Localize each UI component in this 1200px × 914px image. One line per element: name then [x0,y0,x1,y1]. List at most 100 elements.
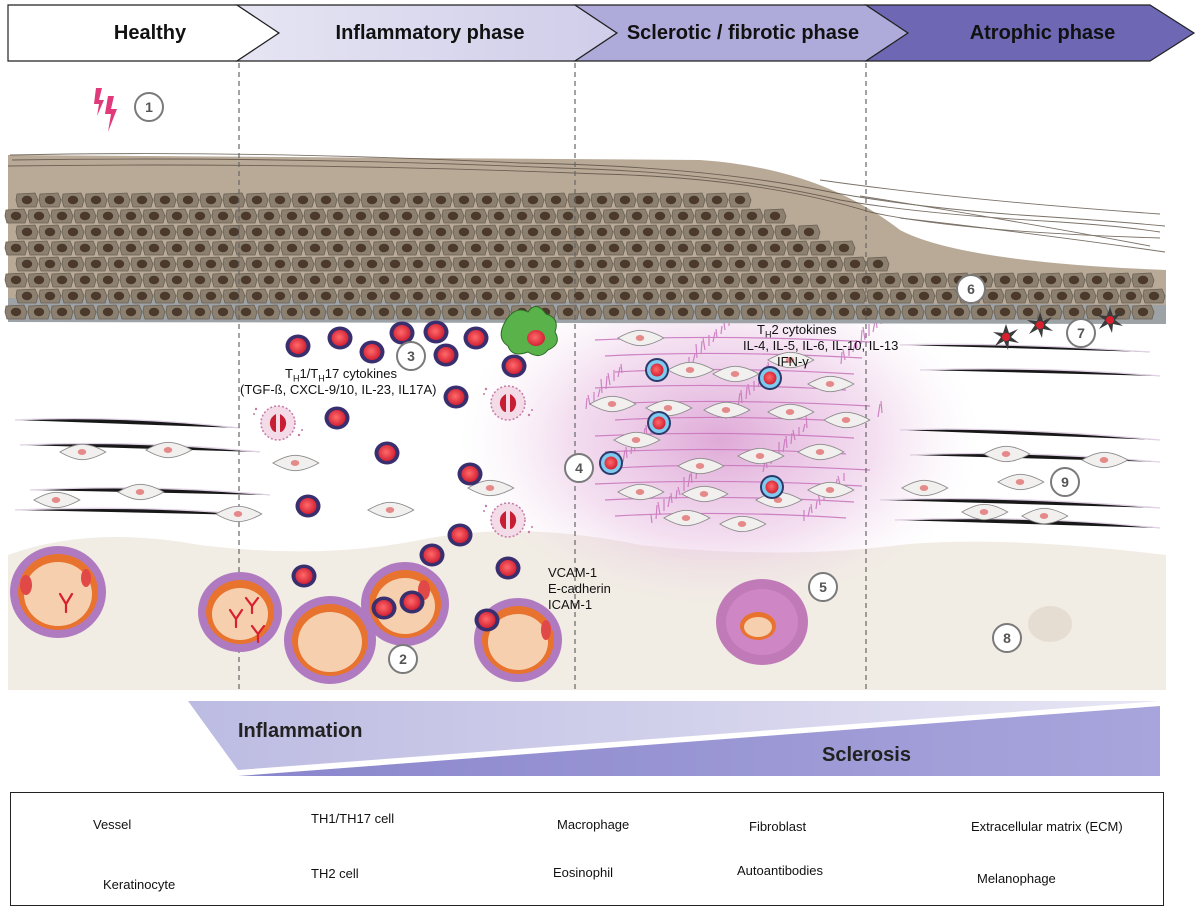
keratinocyte [165,208,189,224]
keratinocyte [291,256,315,272]
keratinocyte [521,288,545,304]
keratinocyte [211,240,235,256]
keratinocyte [475,224,499,240]
keratinocyte [751,288,775,304]
keratinocyte [487,240,511,256]
keratinocyte [188,208,212,224]
keratinocyte [107,256,131,272]
keratinocyte [912,288,936,304]
keratinocyte [291,192,315,208]
keratinocyte [832,272,856,288]
keratinocyte [406,224,430,240]
keratinocyte [728,192,752,208]
marker-1: 1 [134,92,164,122]
keratinocyte [50,240,74,256]
keratinocyte [475,288,499,304]
keratinocyte [337,288,361,304]
keratinocyte [73,240,97,256]
keratinocyte [797,224,821,240]
th2-cytokines-ifn: IFN-γ [777,354,809,369]
keratinocyte [935,288,959,304]
keratinocyte [579,272,603,288]
th2-cytokines-list: IL-4, IL-5, IL-6, IL-10, IL-13 [743,338,899,353]
keratinocyte [843,288,867,304]
keratinocyte [464,304,488,320]
keratinocyte [786,304,810,320]
keratinocyte [671,272,695,288]
keratinocyte [107,192,131,208]
keratinocyte [659,192,683,208]
keratinocyte [533,240,557,256]
keratinocyte [510,208,534,224]
keratinocyte [763,304,787,320]
keratinocyte [832,240,856,256]
keratinocyte [268,256,292,272]
keratinocyte [27,304,51,320]
ecm-fiber [655,504,658,520]
th2-cell [760,475,784,499]
keratinocyte [245,256,269,272]
keratinocyte [61,256,85,272]
keratinocyte [222,192,246,208]
th2-cytokines-label: TH2 cytokines [757,322,837,340]
keratinocyte [199,256,223,272]
th1-th17-cell [495,556,521,580]
trigger-lightning-icon [94,88,117,132]
keratinocyte [487,304,511,320]
keratinocyte [728,256,752,272]
keratinocyte [613,288,637,304]
keratinocyte [429,256,453,272]
keratinocyte [199,224,223,240]
keratinocyte [337,256,361,272]
keratinocyte [544,288,568,304]
keratinocyte [740,272,764,288]
keratinocyte [728,224,752,240]
keratinocyte [924,272,948,288]
keratinocyte [61,224,85,240]
keratinocyte [326,272,350,288]
keratinocyte [314,224,338,240]
keratinocyte [38,256,62,272]
marker-5: 5 [808,572,838,602]
keratinocyte [349,208,373,224]
keratinocyte [820,256,844,272]
keratinocyte [291,224,315,240]
keratinocyte [107,288,131,304]
keratinocyte [245,224,269,240]
keratinocyte [50,304,74,320]
keratinocyte [303,208,327,224]
keratinocyte [636,256,660,272]
keratinocyte [717,240,741,256]
keratinocyte [510,240,534,256]
th1-th17-cell [374,441,400,465]
keratinocyte [418,240,442,256]
ecm-band [604,352,863,359]
ecm-fiber [600,378,603,394]
keratinocyte [924,304,948,320]
keratinocyte [579,208,603,224]
keratinocyte [418,272,442,288]
keratinocyte [395,272,419,288]
keratinocyte [119,208,143,224]
phase-label-atrophic: Atrophic phase [969,22,1116,44]
keratinocyte [372,208,396,224]
keratinocyte [1062,304,1086,320]
keratinocyte [280,240,304,256]
keratinocyte [360,192,384,208]
ecm-fiber [862,326,866,341]
ecm-fiber [700,340,703,355]
ecm-fiber [597,388,601,398]
keratinocyte [705,192,729,208]
keratinocyte [832,304,856,320]
keratinocyte [717,272,741,288]
keratinocyte [418,304,442,320]
keratinocyte [429,192,453,208]
ecm-fiber [657,501,661,516]
th1-th17-cell [501,354,527,378]
keratinocyte [303,240,327,256]
keratinocyte [257,208,281,224]
keratinocyte [280,304,304,320]
th1-th17-cell [433,343,459,367]
keratinocyte [602,304,626,320]
keratinocyte [119,272,143,288]
